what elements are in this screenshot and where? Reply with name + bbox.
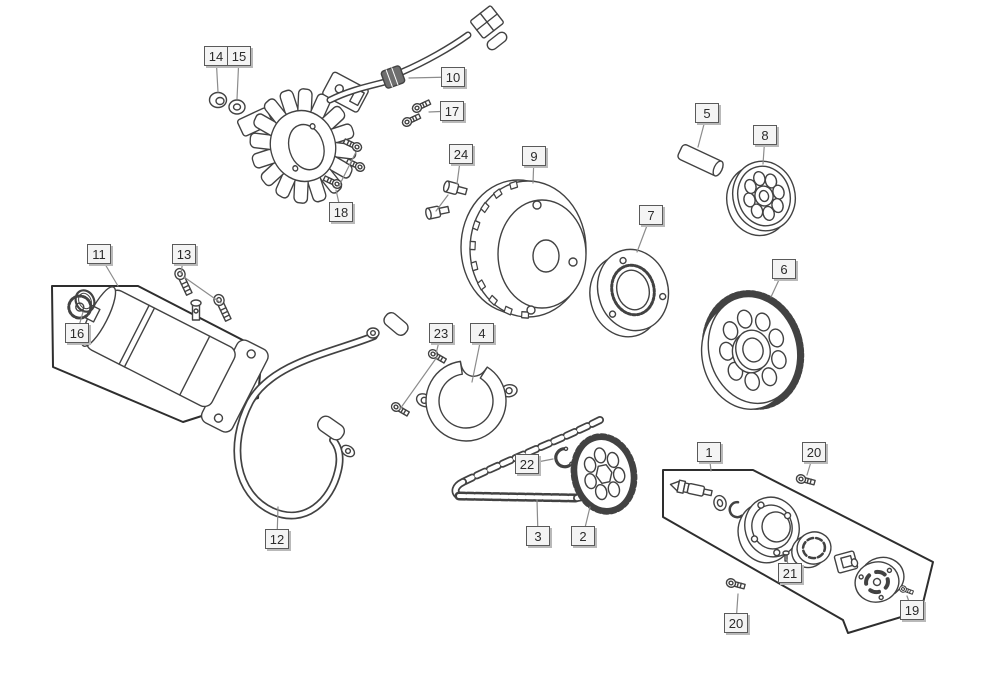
harness-bullet-connector: [486, 31, 508, 51]
bolts-13-drawing: [172, 266, 234, 323]
callout-17-screws[interactable]: 17: [440, 101, 464, 121]
harness-connector: [470, 5, 504, 39]
callout-24-bolts[interactable]: 24: [449, 144, 473, 164]
starter-clutch-internals-drawing: [669, 479, 905, 603]
chain-guide-drawing: [415, 360, 518, 442]
callout-6-driven-gear[interactable]: 6: [772, 259, 796, 279]
driven-gear-drawing: [700, 290, 805, 411]
callout-3-chain[interactable]: 3: [526, 526, 550, 546]
callout-4-chain-guide[interactable]: 4: [470, 323, 494, 343]
callout-10-wiring-harness[interactable]: 10: [441, 67, 465, 87]
callout-12-starter-cable[interactable]: 12: [265, 529, 289, 549]
callout-2-sprocket[interactable]: 2: [571, 526, 595, 546]
flywheel-drawing: [460, 179, 587, 319]
callout-21-pin-small[interactable]: 21: [778, 563, 802, 583]
nut-drawing: [208, 91, 228, 109]
starter-motor-box: [51, 285, 263, 423]
callout-1-starter-clutch-assembly[interactable]: 1: [697, 442, 721, 462]
callout-14-nut[interactable]: 14: [204, 46, 228, 66]
callout-18-screws[interactable]: 18: [329, 202, 353, 222]
idler-gear-drawing: [726, 160, 796, 237]
callout-20-screw-lower[interactable]: 20: [724, 613, 748, 633]
callout-22-circlip[interactable]: 22: [515, 454, 539, 474]
callout-23-screws[interactable]: 23: [429, 323, 453, 343]
callout-20-screw-upper[interactable]: 20: [802, 442, 826, 462]
callout-19-screw[interactable]: 19: [900, 600, 924, 620]
starter-motor-drawing: [67, 286, 269, 433]
screws-23-drawing: [389, 347, 448, 419]
stator-drawing: [236, 71, 369, 204]
starter-cable-drawing: [233, 312, 409, 520]
washer-drawing: [228, 99, 246, 115]
wiring-harness-drawing: [326, 5, 508, 104]
o-ring-drawing: [74, 289, 96, 313]
screws-18-drawing: [321, 136, 367, 191]
sprocket-drawing: [570, 433, 638, 515]
callout-9-flywheel-rotor[interactable]: 9: [522, 146, 546, 166]
callout-8-idler-gear[interactable]: 8: [753, 125, 777, 145]
callout-13-bolts[interactable]: 13: [172, 244, 196, 264]
starter-clutch-box: [662, 469, 934, 634]
harness-sleeve: [380, 65, 406, 89]
bolts-24-drawing: [424, 179, 469, 221]
pin-drawing: [677, 144, 724, 177]
callout-7-one-way-clutch-ring[interactable]: 7: [639, 205, 663, 225]
pin-21-drawing: [782, 550, 790, 562]
callout-15-washer[interactable]: 15: [227, 46, 251, 66]
one-way-clutch-drawing: [589, 248, 670, 338]
callout-16-o-ring[interactable]: 16: [65, 323, 89, 343]
callout-5-pin[interactable]: 5: [695, 103, 719, 123]
callout-11-starter-motor[interactable]: 11: [87, 244, 111, 264]
